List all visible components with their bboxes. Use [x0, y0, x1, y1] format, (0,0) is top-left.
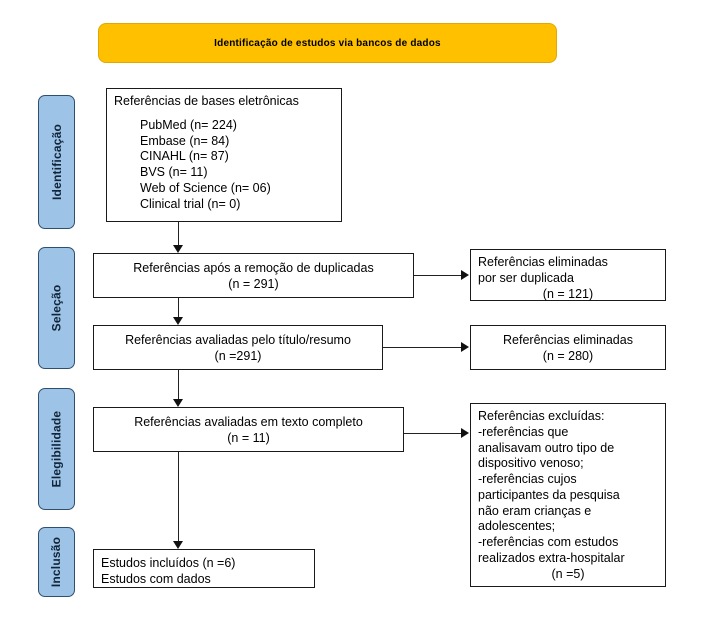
- stage-label-selecao: Seleção: [38, 247, 75, 369]
- arrow-down-icon: [173, 317, 183, 325]
- excluded-reason-line: realizados extra-hospitalar: [478, 550, 625, 565]
- stage-label-text: Seleção: [49, 284, 64, 332]
- after-duplicates-line2: (n = 291): [228, 276, 279, 291]
- source-item-clinical-trial: Clinical trial (n= 0): [140, 196, 241, 211]
- box-removed-duplicates: Referências eliminadas por ser duplicada…: [470, 249, 666, 301]
- excluded-full-text-title: Referências excluídas:: [478, 409, 605, 423]
- stage-label-elegibilidade: Elegibilidade: [38, 388, 75, 510]
- source-item-cinahl: CINAHL (n= 87): [140, 149, 229, 164]
- excluded-screening-line1: Referências eliminadas: [503, 333, 633, 347]
- box-included-studies: Estudos incluídos (n =6) Estudos com dad…: [93, 549, 315, 588]
- removed-duplicates-line1: Referências eliminadas: [478, 255, 608, 269]
- connector-dedup-to-screening: [178, 298, 179, 320]
- arrow-down-icon: [173, 245, 183, 253]
- excluded-reason-line: participantes da pesquisa: [478, 487, 620, 502]
- excluded-full-text-count: (n =5): [551, 566, 585, 581]
- box-excluded-screening: Referências eliminadas (n = 280): [470, 325, 666, 370]
- stage-label-text: Inclusão: [49, 536, 64, 588]
- connector-fulltext-to-included: [178, 452, 179, 544]
- spacer: [114, 110, 334, 118]
- excluded-reason-line: analisavam outro tipo de: [478, 440, 615, 455]
- stage-label-text: Identificação: [49, 124, 64, 200]
- box-full-text-assessed: Referências avaliadas em texto completo …: [93, 407, 404, 452]
- removed-duplicates-count: (n = 121): [542, 286, 594, 301]
- stage-label-text: Elegibilidade: [49, 410, 64, 488]
- banner-label: Identificação de estudos via bancos de d…: [214, 37, 441, 49]
- box-screened-title-abstract: Referências avaliadas pelo título/resumo…: [93, 325, 383, 370]
- source-item-pubmed: PubMed (n= 224): [140, 117, 237, 132]
- after-duplicates-line1: Referências após a remoção de duplicadas: [133, 261, 374, 275]
- arrow-right-icon: [461, 342, 469, 352]
- excluded-reason-line: não eram crianças e: [478, 503, 592, 518]
- arrow-right-icon: [461, 270, 469, 280]
- connector-sources-to-dedup: [178, 222, 179, 248]
- arrow-down-icon: [173, 541, 183, 549]
- excluded-reason-line: dispositivo venoso;: [478, 456, 584, 471]
- sources-title: Referências de bases eletrônicas: [114, 94, 299, 108]
- included-line1: Estudos incluídos (n =6): [101, 556, 236, 570]
- included-line2: Estudos com dados: [101, 571, 211, 586]
- screened-line2: (n =291): [214, 348, 262, 363]
- excluded-reason-line: -referências com estudos: [478, 535, 619, 549]
- full-text-line1: Referências avaliadas em texto completo: [134, 415, 363, 429]
- box-sources: Referências de bases eletrônicas PubMed …: [106, 88, 342, 222]
- excluded-reason-line: -referências que: [478, 424, 569, 439]
- excluded-reason-line: -referências cujos: [478, 472, 577, 486]
- source-item-embase: Embase (n= 84): [140, 133, 230, 148]
- removed-duplicates-line2: por ser duplicada: [478, 270, 574, 285]
- connector-dedup-to-removed: [414, 275, 462, 276]
- arrow-right-icon: [461, 428, 469, 438]
- source-item-web-of-science: Web of Science (n= 06): [140, 180, 271, 195]
- full-text-line2: (n = 11): [227, 430, 270, 445]
- box-excluded-full-text: Referências excluídas: -referências que …: [470, 403, 666, 587]
- excluded-reason-line: adolescentes;: [478, 519, 556, 534]
- screened-line1: Referências avaliadas pelo título/resumo: [125, 333, 351, 347]
- arrow-down-icon: [173, 399, 183, 407]
- connector-screening-to-fulltext: [178, 370, 179, 402]
- stage-label-inclusao: Inclusão: [38, 527, 75, 597]
- box-after-duplicates: Referências após a remoção de duplicadas…: [93, 253, 414, 298]
- source-item-bvs: BVS (n= 11): [140, 165, 208, 179]
- stage-label-identificacao: Identificação: [38, 95, 75, 229]
- excluded-screening-line2: (n = 280): [542, 348, 594, 363]
- diagram-banner: Identificação de estudos via bancos de d…: [98, 23, 557, 63]
- connector-fulltext-to-excluded: [404, 433, 462, 434]
- connector-screening-to-excluded: [383, 347, 462, 348]
